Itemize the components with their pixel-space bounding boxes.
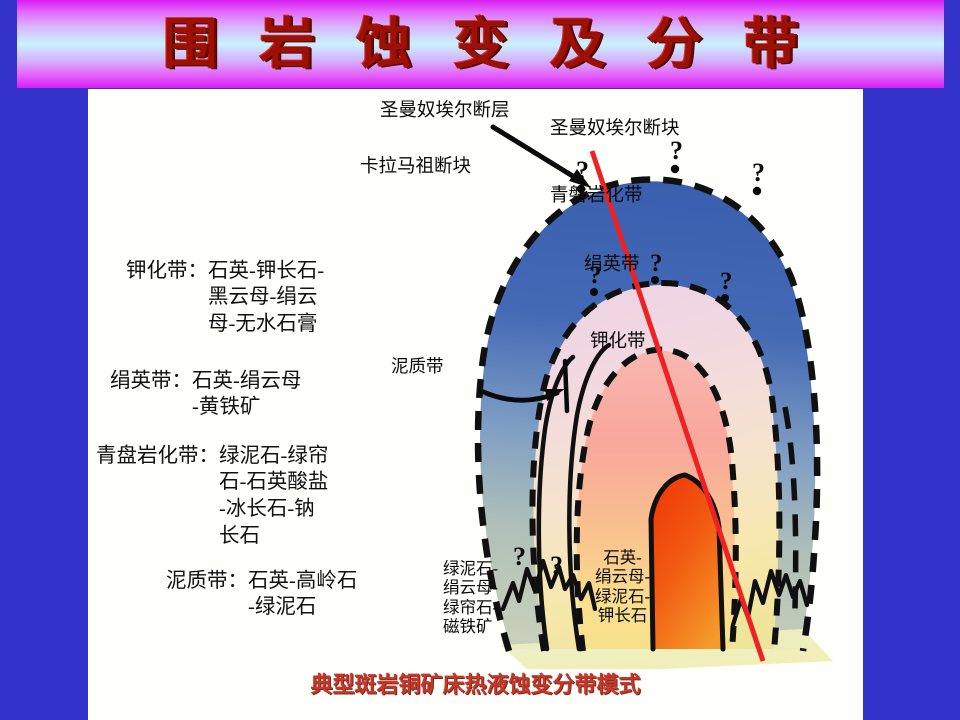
fault-line — [589, 150, 766, 662]
legend-name: 绢英带： — [110, 369, 192, 392]
legend-item-argillic: 泥质带： 石英-高岭石 -绿泥石 — [166, 541, 357, 648]
legend-name: 青盘岩化带： — [96, 444, 219, 467]
svg-text:?: ? — [670, 136, 683, 165]
content-panel: 钾化带： 石英-钾长石- 黑云母-绢云 母-无水石膏 绢英带： 石英-绢云母 -… — [88, 89, 863, 720]
legend-item-propylitic: 青盘岩化带： 绿泥石-绿帘 石-石英酸盐 -冰长石-钠 长石 — [96, 416, 328, 576]
secondary-fracture-dashes — [782, 406, 799, 610]
label-fault: 圣曼奴埃尔断层 — [380, 101, 510, 121]
fault-arrow — [490, 124, 591, 188]
legend-name: 泥质带： — [166, 569, 248, 592]
alteration-zoning-diagram: ? ? ? ? ? ? — [474, 124, 833, 669]
legend-item-phyllic: 绢英带： 石英-绢云母 -黄铁矿 — [110, 341, 301, 448]
label-propylitic-zone: 青磐岩化带 — [550, 186, 643, 206]
label-assemblage-core: 石英- 绢云母- 绿泥石- 钾长石 — [595, 548, 650, 626]
label-phyllic-zone: 绢英带 — [584, 255, 640, 275]
jagged-contact-left — [500, 558, 598, 612]
label-block-east: 圣曼奴埃尔断块 — [550, 119, 680, 139]
potassic-boundary-dashed — [573, 346, 739, 652]
label-block-west: 卡拉马祖断块 — [360, 157, 472, 177]
legend-desc: 石英-高岭石 -绿泥石 — [248, 569, 358, 619]
propylitic-boundary-dashed — [474, 176, 821, 652]
legend-desc: 石英-绢云母 -黄铁矿 — [192, 369, 302, 419]
query-marker-mid: ? — [550, 551, 563, 580]
svg-text:?: ? — [650, 250, 663, 277]
argillic-boundary-solid — [536, 342, 612, 652]
legend-item-potassic: 钾化带： 石英-钾长石- 黑云母-绢云 母-无水石膏 — [126, 231, 324, 364]
svg-text:?: ? — [720, 268, 733, 295]
page-title: 围 岩 蚀 变 及 分 带 — [162, 13, 813, 75]
legend-desc: 石英-钾长石- 黑云母-绢云 母-无水石膏 — [208, 259, 325, 335]
legend-desc: 绿泥石-绿帘 石-石英酸盐 -冰长石-钠 长石 — [219, 444, 329, 547]
query-marker-left: ? — [513, 542, 526, 571]
query-markers-inner: ? ? ? — [589, 250, 733, 302]
figure-caption: 典型斑岩铜矿床热液蚀变分带模式 — [310, 672, 641, 697]
label-potassic-zone: 钾化带 — [590, 332, 646, 352]
svg-text:?: ? — [589, 262, 602, 289]
core-intrusion-shape — [648, 472, 726, 652]
svg-text:?: ? — [752, 158, 765, 187]
argillic-arrow — [478, 358, 570, 414]
label-assemblage-left: 绿泥石- 绢云母- 绿帘石- 磁铁矿 — [443, 559, 498, 637]
title-banner: 围 岩 蚀 变 及 分 带 — [17, 0, 944, 88]
legend-name: 钾化带： — [126, 259, 208, 282]
label-argillic-zone: 泥质带 — [391, 356, 444, 376]
